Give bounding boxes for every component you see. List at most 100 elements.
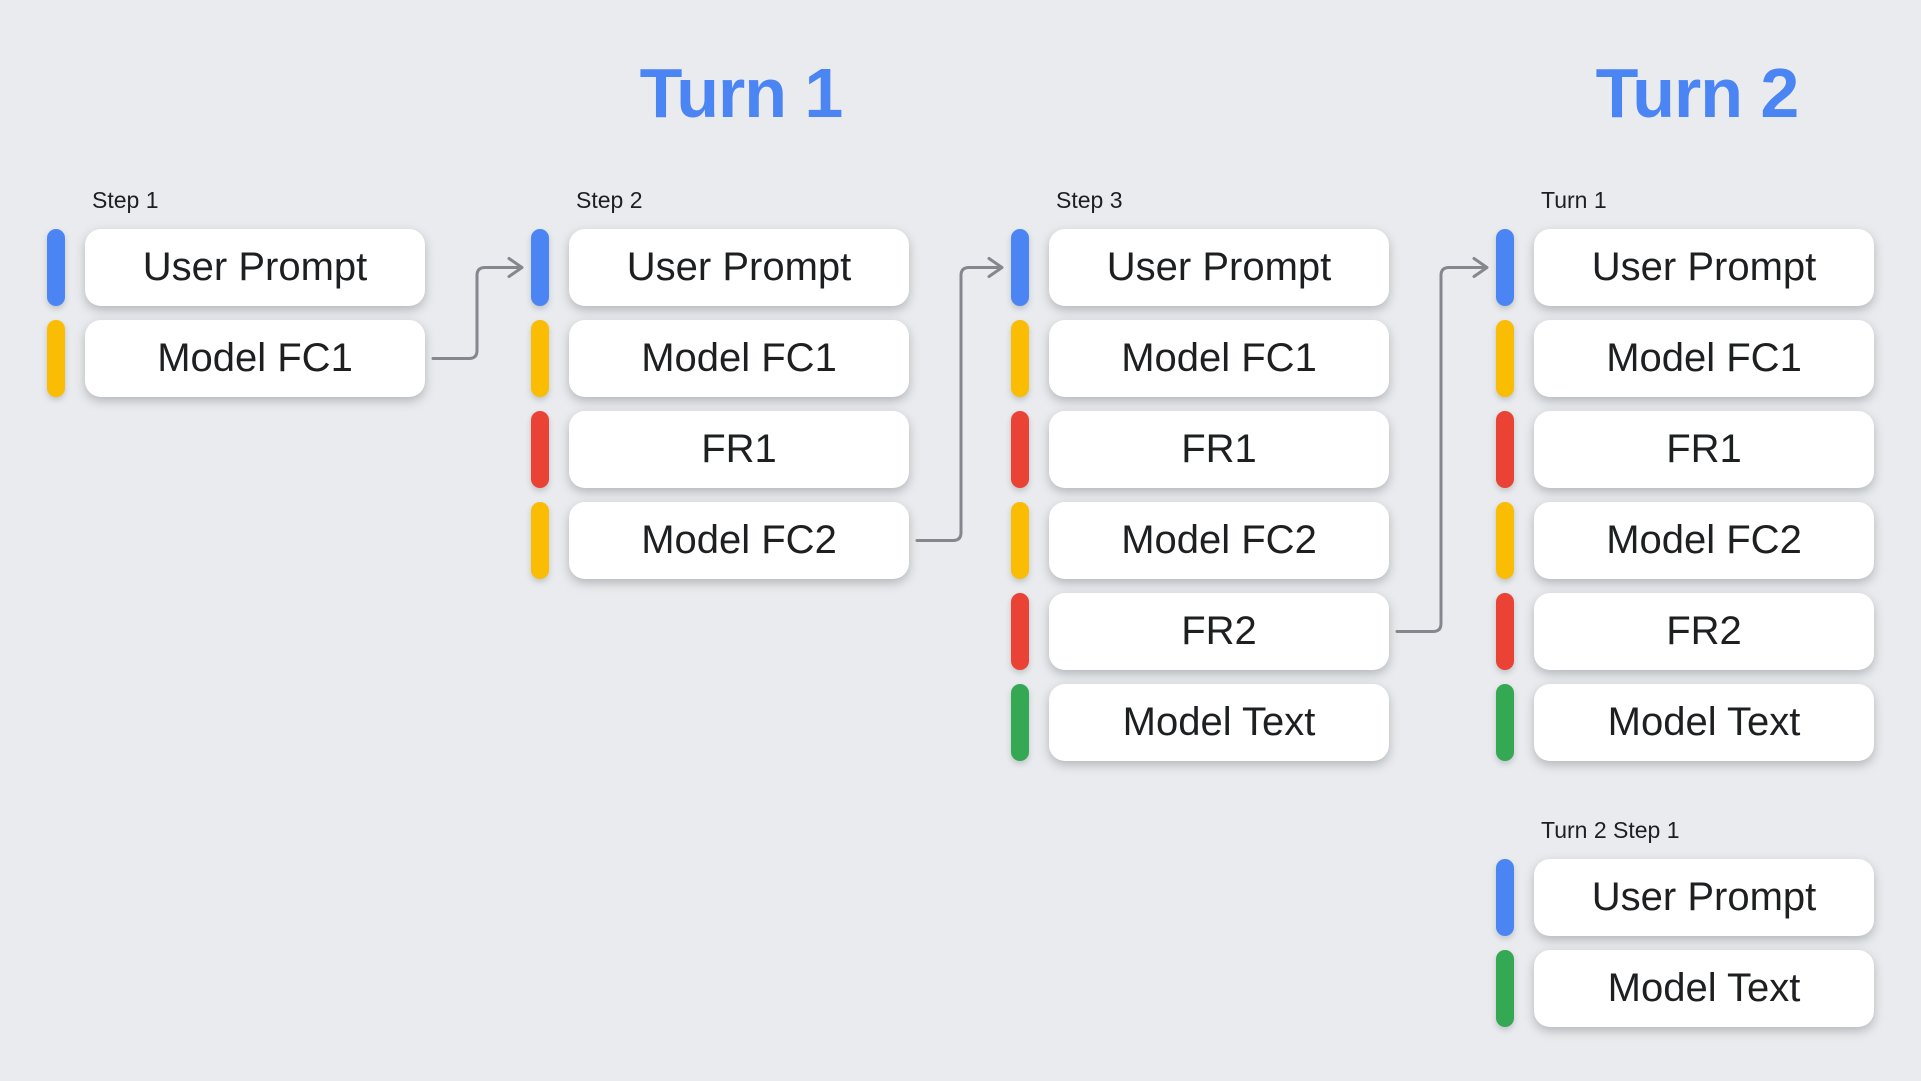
column-step-2: Step 2 User Prompt Model FC1 FR1 Model F… — [531, 188, 909, 593]
message-box: Model Text — [1049, 684, 1389, 761]
column-label: Step 2 — [576, 187, 643, 213]
message-row: FR1 — [531, 411, 909, 488]
message-label: Model Text — [1607, 966, 1801, 1010]
model-fc-bar — [531, 320, 549, 397]
function-response-bar — [1496, 411, 1514, 488]
message-label: FR2 — [1666, 609, 1742, 653]
arrow-head — [1472, 257, 1489, 278]
function-response-bar — [1496, 593, 1514, 670]
message-box: Model FC2 — [569, 502, 909, 579]
message-label: FR1 — [1666, 427, 1742, 471]
turn-title: Turn 1 — [639, 54, 844, 132]
message-row: Model FC2 — [1011, 502, 1389, 579]
message-box: Model FC1 — [1049, 320, 1389, 397]
column-rows: User Prompt Model Text — [1496, 859, 1874, 1027]
message-box: Model FC2 — [1534, 502, 1874, 579]
model-fc-bar — [1011, 502, 1029, 579]
message-row: FR2 — [1011, 593, 1389, 670]
message-label: User Prompt — [1591, 245, 1817, 289]
column-label: Step 1 — [92, 187, 159, 213]
function-response-bar — [1011, 593, 1029, 670]
message-label: FR1 — [1181, 427, 1257, 471]
message-box: Model FC2 — [1049, 502, 1389, 579]
message-label: User Prompt — [1106, 245, 1332, 289]
message-row: User Prompt — [47, 229, 425, 306]
message-row: Model FC2 — [531, 502, 909, 579]
message-row: Model Text — [1496, 950, 1874, 1027]
message-box: Model Text — [1534, 684, 1874, 761]
column-label: Step 3 — [1056, 187, 1123, 213]
message-label: Model Text — [1607, 700, 1801, 744]
column-step-1: Step 1 User Prompt Model FC1 — [47, 188, 425, 411]
message-row: Model Text — [1011, 684, 1389, 761]
arrow-line — [431, 266, 522, 360]
message-box: FR2 — [1534, 593, 1874, 670]
message-box: FR1 — [1534, 411, 1874, 488]
message-row: User Prompt — [1496, 859, 1874, 936]
message-box: FR1 — [1049, 411, 1389, 488]
model-text-bar — [1496, 950, 1514, 1027]
message-row: Model FC1 — [47, 320, 425, 397]
column-label: Turn 1 — [1541, 187, 1607, 213]
message-box: User Prompt — [1534, 229, 1874, 306]
model-fc-bar — [1011, 320, 1029, 397]
column-rows: User Prompt Model FC1 FR1 Model FC2 — [531, 229, 909, 579]
column-step-3: Step 3 User Prompt Model FC1 FR1 Model F… — [1011, 188, 1389, 775]
message-label: Model FC2 — [1121, 518, 1317, 562]
message-label: Model FC1 — [1121, 336, 1317, 380]
user-prompt-bar — [1496, 859, 1514, 936]
column-rows: User Prompt Model FC1 FR1 Model FC2 FR2 … — [1011, 229, 1389, 761]
message-box: User Prompt — [1049, 229, 1389, 306]
arrow-head — [987, 257, 1004, 278]
message-box: Model Text — [1534, 950, 1874, 1027]
user-prompt-bar — [1011, 229, 1029, 306]
user-prompt-bar — [531, 229, 549, 306]
user-prompt-bar — [1496, 229, 1514, 306]
column-rows: User Prompt Model FC1 FR1 Model FC2 FR2 … — [1496, 229, 1874, 761]
message-label: User Prompt — [142, 245, 368, 289]
message-label: Model FC2 — [641, 518, 837, 562]
message-label: Model FC1 — [641, 336, 837, 380]
message-row: User Prompt — [531, 229, 909, 306]
model-fc-bar — [1496, 320, 1514, 397]
model-fc-bar — [531, 502, 549, 579]
message-row: FR1 — [1011, 411, 1389, 488]
model-text-bar — [1496, 684, 1514, 761]
message-box: FR2 — [1049, 593, 1389, 670]
arrow-line — [915, 266, 1002, 542]
message-row: FR1 — [1496, 411, 1874, 488]
message-row: Model FC1 — [1011, 320, 1389, 397]
column-turn-2-step-1: Turn 2 Step 1 User Prompt Model Text — [1496, 818, 1874, 1041]
message-box: User Prompt — [569, 229, 909, 306]
message-row: FR2 — [1496, 593, 1874, 670]
message-label: User Prompt — [626, 245, 852, 289]
message-box: User Prompt — [85, 229, 425, 306]
function-response-bar — [1011, 411, 1029, 488]
message-label: FR1 — [701, 427, 777, 471]
message-label: Model FC2 — [1606, 518, 1802, 562]
message-row: User Prompt — [1496, 229, 1874, 306]
column-rows: User Prompt Model FC1 — [47, 229, 425, 397]
message-box: Model FC1 — [85, 320, 425, 397]
message-row: User Prompt — [1011, 229, 1389, 306]
message-box: FR1 — [569, 411, 909, 488]
function-response-bar — [531, 411, 549, 488]
message-row: Model FC2 — [1496, 502, 1874, 579]
message-row: Model FC1 — [531, 320, 909, 397]
message-row: Model FC1 — [1496, 320, 1874, 397]
message-box: User Prompt — [1534, 859, 1874, 936]
message-label: FR2 — [1181, 609, 1257, 653]
model-fc-bar — [1496, 502, 1514, 579]
message-label: Model FC1 — [1606, 336, 1802, 380]
model-fc-bar — [47, 320, 65, 397]
message-label: Model FC1 — [157, 336, 353, 380]
message-row: Model Text — [1496, 684, 1874, 761]
message-label: Model Text — [1122, 700, 1316, 744]
message-box: Model FC1 — [1534, 320, 1874, 397]
arrow-line — [1395, 266, 1487, 633]
turn-title: Turn 2 — [1595, 54, 1800, 132]
arrow-head — [507, 257, 524, 278]
column-label: Turn 2 Step 1 — [1541, 817, 1680, 843]
column-turn-1: Turn 1 User Prompt Model FC1 FR1 Model F… — [1496, 188, 1874, 775]
message-label: User Prompt — [1591, 875, 1817, 919]
